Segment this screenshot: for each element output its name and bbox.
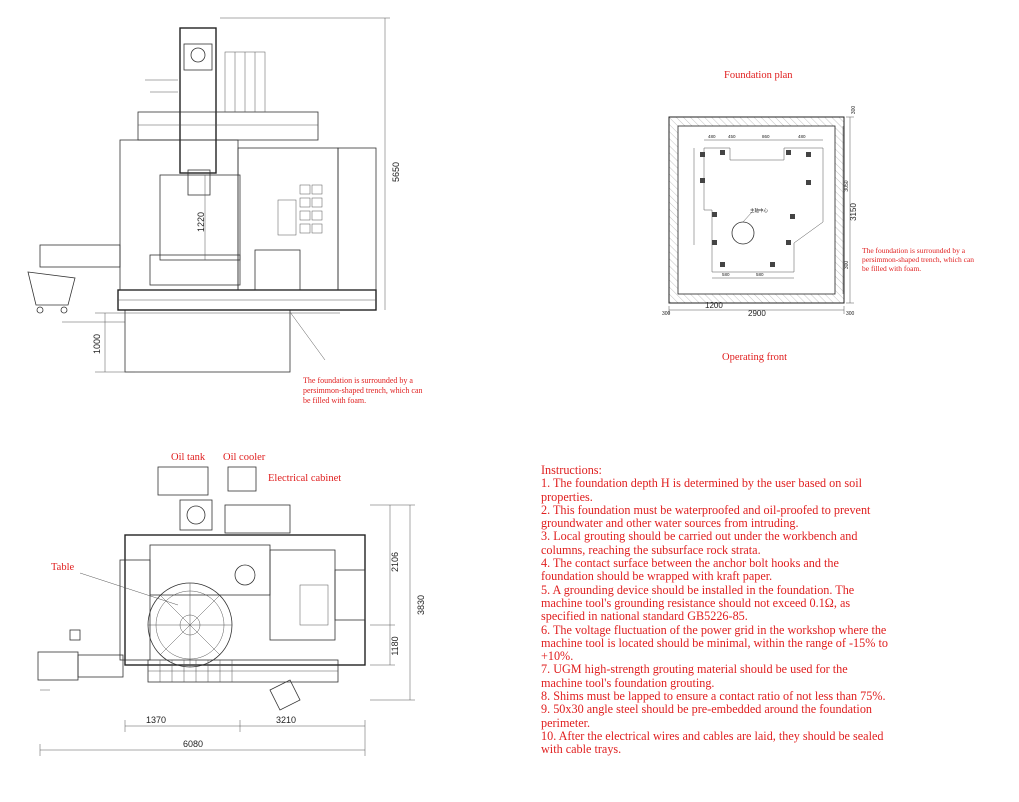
instruction-line: specified in national standard GB5226-85… [541, 609, 748, 624]
instruction-line: +10%. [541, 649, 574, 664]
instruction-line: groundwater and other water sources from… [541, 516, 799, 531]
instruction-line: columns, reaching the subsurface rock st… [541, 542, 761, 557]
plan-dim-offset: 1200 [705, 301, 723, 310]
plan-dim-inner-h2: 580 [756, 272, 764, 277]
instruction-line: 8. Shims must be lapped to ensure a cont… [541, 689, 886, 704]
top-view [37, 466, 415, 756]
instruction-line: 10. After the electrical wires and cable… [541, 728, 884, 743]
front-dim-height: 5650 [391, 162, 401, 182]
top-dim-right: 3210 [276, 715, 296, 725]
plan-dim-height: 3150 [849, 203, 858, 221]
top-dim-lower: 1180 [390, 636, 400, 655]
oil-tank-box [157, 466, 209, 496]
plan-dim-top-a: 480 [708, 134, 716, 139]
instruction-line: 3. Local grouting should be carried out … [541, 529, 858, 544]
plan-note-line-3: be filled with foam. [862, 264, 921, 273]
label-table: Table [51, 562, 75, 573]
plan-dim-small-bottom: 300 [844, 261, 850, 270]
instruction-line: 4. The contact surface between the ancho… [541, 556, 839, 571]
plan-dim-margin-left: 300 [662, 311, 671, 317]
electrical-cabinet-box [224, 504, 291, 534]
plan-dim-inner-v: 3050 [844, 180, 850, 191]
oil-cooler-box [227, 466, 257, 492]
front-view [27, 17, 390, 373]
spindle-icon [190, 47, 206, 63]
label-oil-cooler: Oil cooler [223, 452, 266, 463]
instruction-line: machine tool's foundation grouting. [541, 675, 715, 690]
top-dim-total-v: 3830 [416, 595, 426, 615]
instruction-line: 2. This foundation must be waterproofed … [541, 502, 871, 517]
front-dim-inner: 1220 [196, 212, 206, 232]
instruction-line: 9. 50x30 angle steel should be pre-embed… [541, 702, 873, 717]
instruction-line: 5. A grounding device should be installe… [541, 582, 855, 597]
instruction-line: 6. The voltage fluctuation of the power … [541, 622, 887, 637]
chip-conveyor [39, 244, 121, 268]
plan-dim-inner-h1: 580 [722, 272, 730, 277]
top-dim-left: 1370 [146, 715, 166, 725]
front-note-line-1: The foundation is surrounded by a [303, 376, 413, 385]
instructions-block: Instructions: 1. The foundation depth H … [541, 463, 901, 757]
front-note-line-3: be filled with foam. [303, 396, 366, 405]
foundation-plan [668, 116, 854, 314]
top-dim-total-h: 6080 [183, 739, 203, 749]
foundation-block [124, 309, 291, 373]
instructions-heading: Instructions: [541, 463, 602, 477]
instruction-line: 1. The foundation depth H is determined … [541, 476, 862, 491]
plan-center-label: 主轴中心 [750, 207, 768, 214]
plan-dim-margin-right: 300 [846, 311, 855, 317]
instruction-line: machine tool is located should be minima… [541, 635, 888, 650]
instruction-line: with cable trays. [541, 742, 622, 757]
front-note-line-2: persimmon-shaped trench, which can [303, 386, 423, 395]
plan-dim-top-c: 860 [762, 134, 770, 139]
top-dim-upper: 2106 [390, 552, 400, 572]
instruction-line: perimeter. [541, 715, 591, 730]
plan-note-line-1: The foundation is surrounded by a [862, 246, 966, 255]
instruction-line: foundation should be wrapped with kraft … [541, 569, 773, 584]
instruction-line: 7. UGM high-strength grouting material s… [541, 662, 848, 677]
plan-dim-width: 2900 [748, 309, 766, 318]
label-electrical-cabinet: Electrical cabinet [268, 473, 341, 484]
plan-dim-top-b: 450 [728, 134, 736, 139]
instruction-line: machine tool's grounding resistance shou… [541, 595, 851, 610]
plan-dim-top-d: 480 [798, 134, 806, 139]
column [179, 27, 217, 174]
plan-title: Foundation plan [724, 70, 793, 81]
plan-note-line-2: persimmon-shaped trench, which can [862, 255, 974, 264]
plan-dim-small-top: 300 [851, 106, 857, 115]
plan-operating-front: Operating front [722, 352, 787, 363]
instruction-line: properties. [541, 489, 593, 504]
label-oil-tank: Oil tank [171, 452, 206, 463]
front-dim-depth: 1000 [92, 334, 102, 354]
